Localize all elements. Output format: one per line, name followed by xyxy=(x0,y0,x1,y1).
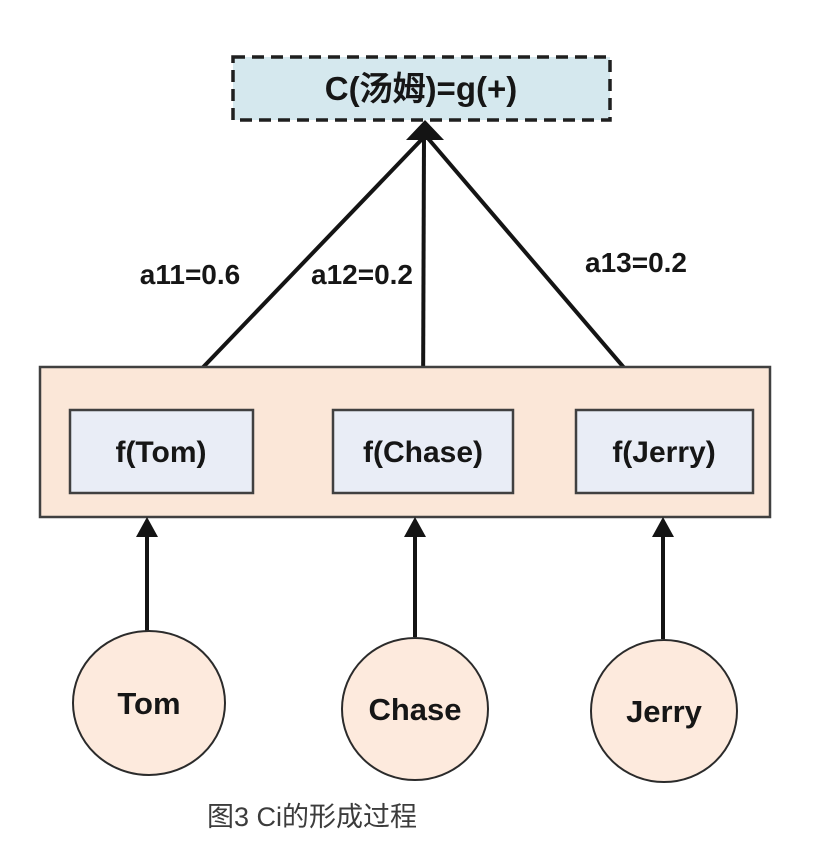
input-node-tom-label: Tom xyxy=(117,686,180,721)
output-node-box xyxy=(231,55,612,122)
value-node-chase-label: f(Chase) xyxy=(363,436,483,469)
input-node-jerry-circle xyxy=(590,639,738,783)
input-node-tom-circle xyxy=(72,630,226,776)
figure-caption: 图3 Ci的形成过程 xyxy=(207,802,417,832)
arrowhead-into-output-icon xyxy=(406,120,444,140)
arrowhead-tom-icon xyxy=(136,517,158,537)
input-node-chase-label: Chase xyxy=(368,692,461,727)
arrowhead-jerry-icon xyxy=(652,517,674,537)
input-node-chase-circle xyxy=(341,637,489,781)
weight-label-a12: a12=0.2 xyxy=(311,259,413,290)
value-node-jerry-label: f(Jerry) xyxy=(612,436,715,469)
weight-label-a11: a11=0.6 xyxy=(140,259,240,290)
output-node-label: C(汤姆)=g(+) xyxy=(325,70,518,107)
input-node-jerry-label: Jerry xyxy=(626,694,703,729)
arrowhead-chase-icon xyxy=(404,517,426,537)
edge-chase-to-output xyxy=(421,135,426,410)
weight-label-a13: a13=0.2 xyxy=(585,247,687,278)
value-node-jerry-box xyxy=(574,408,755,495)
edge-jerry-to-output xyxy=(424,134,663,413)
value-node-tom-box xyxy=(68,408,255,495)
edge-tom-to-output xyxy=(161,134,427,411)
value-node-chase-box xyxy=(331,408,515,495)
value-node-tom-label: f(Tom) xyxy=(115,436,206,469)
